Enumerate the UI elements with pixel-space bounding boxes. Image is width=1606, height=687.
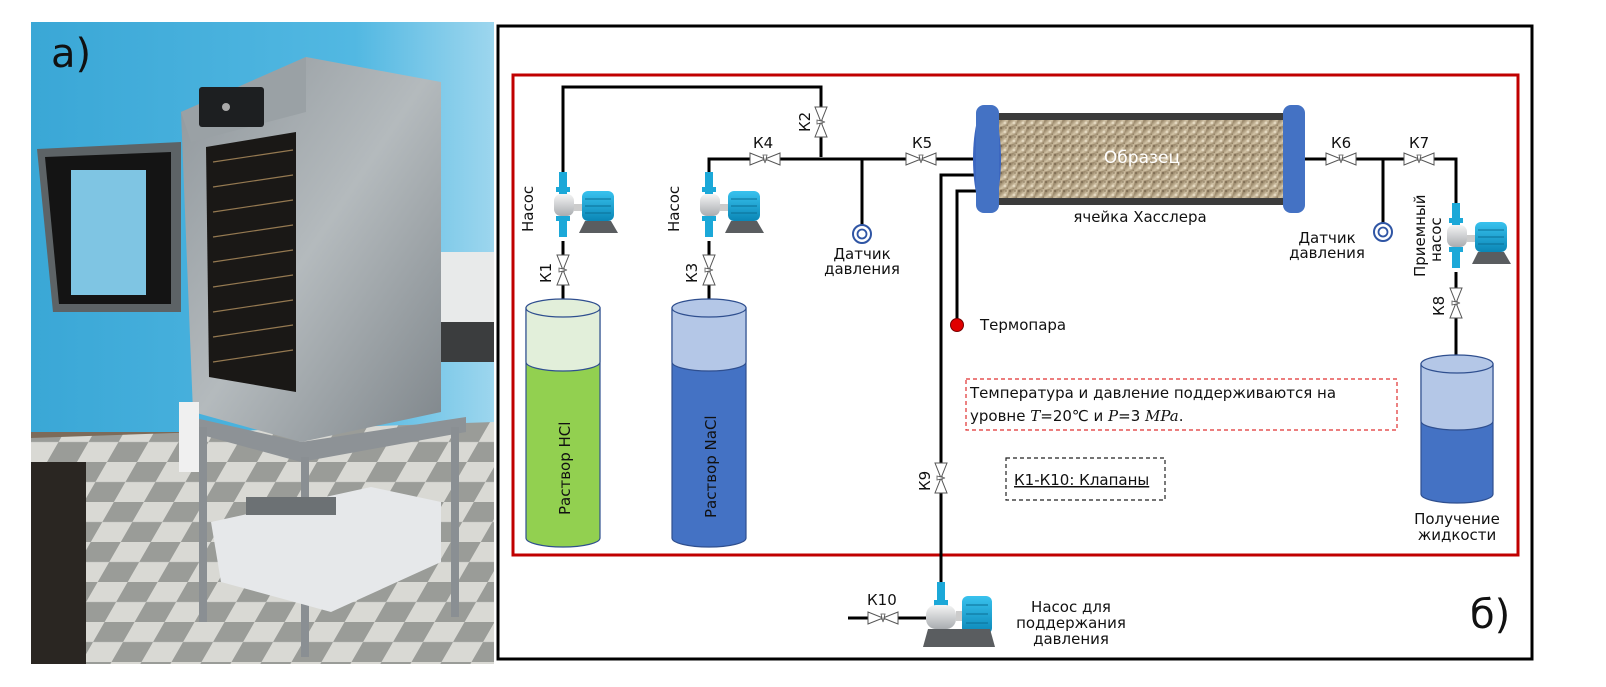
cell-end-cap-right	[1283, 105, 1305, 213]
valve-k1[interactable]	[556, 254, 570, 286]
valve-k6-label: К6	[1331, 134, 1351, 152]
valve-k3[interactable]	[702, 254, 716, 286]
syringe-pump	[211, 487, 441, 612]
pressure-pump[interactable]	[923, 582, 995, 647]
pressure-sensor-left-label-2: давления	[824, 260, 900, 278]
pump-nacl[interactable]	[699, 171, 765, 238]
receiver-pump-label-1: Приемный	[1411, 195, 1429, 278]
pressure-pump-label-3: давления	[1033, 630, 1109, 648]
thermocouple-label: Термопара	[979, 316, 1066, 334]
valve-k5-label: К5	[912, 134, 932, 152]
pump-hcl-label: Насос	[519, 186, 537, 232]
receiver-pump-label-2: насос	[1427, 217, 1445, 262]
conditions-note-line-2: уровне T=20℃ и P=3 MPa.	[970, 407, 1184, 425]
pump-nacl-label: Насос	[665, 186, 683, 232]
pressure-sensor-right-label-2: давления	[1289, 244, 1365, 262]
sample-label: Образец	[1104, 148, 1180, 168]
thermocouple-icon	[950, 318, 964, 332]
oven-chamber	[206, 132, 296, 392]
lab-photo-illustration: а)	[31, 22, 494, 664]
valve-k7[interactable]	[1403, 152, 1435, 166]
pressure-pump-label-2: поддержания	[1016, 614, 1126, 632]
cell-end-cap-left	[976, 105, 999, 213]
oven-control-panel	[199, 87, 264, 127]
valve-k7-label: К7	[1409, 134, 1429, 152]
vessel-collection-label-1: Получение	[1414, 510, 1500, 528]
radiator	[179, 402, 199, 472]
valve-k2[interactable]	[814, 106, 828, 138]
receiver-pump[interactable]	[1446, 202, 1512, 269]
valve-k10-label: К10	[867, 591, 897, 609]
valve-k1-label: К1	[537, 263, 555, 283]
valve-k8-label: К8	[1430, 296, 1448, 316]
lab-setup-photo: а)	[31, 22, 494, 664]
vessel-collection	[1420, 354, 1494, 504]
panel-b-label: б)	[1470, 592, 1510, 638]
valve-k6[interactable]	[1325, 152, 1357, 166]
legend-valves: К1-К10: Клапаны	[1014, 471, 1149, 489]
vessel-nacl-label: Раствор NaCl	[702, 415, 720, 518]
pressure-pump-label-1: Насос для	[1031, 598, 1111, 616]
pressure-sensor-right	[1373, 222, 1393, 242]
valve-k2-label: К2	[796, 112, 814, 132]
vessel-hcl-label: Раствор HCl	[556, 422, 574, 515]
valve-k9-label: К9	[916, 471, 934, 491]
pump-hcl[interactable]	[553, 171, 619, 238]
valve-k9[interactable]	[934, 462, 948, 494]
valve-k10[interactable]	[867, 611, 899, 625]
valve-k8[interactable]	[1449, 287, 1463, 319]
pressure-sensor-left	[852, 224, 872, 244]
pressure-sensor-right-label-1: Датчик	[1298, 229, 1355, 247]
hassler-cell-label: ячейка Хасслера	[1073, 208, 1206, 226]
core-sample	[995, 120, 1288, 198]
pressure-sensor-left-label-1: Датчик	[833, 245, 890, 263]
valve-k3-label: К3	[683, 263, 701, 283]
side-equipment	[431, 252, 494, 332]
legend-box	[1005, 457, 1166, 501]
panel-a-label: а)	[51, 31, 91, 77]
conditions-note-line-1: Температура и давление поддерживаются на	[969, 384, 1336, 402]
conditions-note-box	[965, 378, 1398, 431]
vessel-hcl	[525, 298, 601, 548]
steel-stand-top	[191, 417, 466, 462]
panel-b-frame	[496, 24, 1534, 661]
oven-door-window	[71, 170, 146, 295]
floor-opening	[31, 462, 86, 664]
valve-k5[interactable]	[905, 152, 937, 166]
vessel-nacl	[671, 298, 747, 548]
valve-k4[interactable]	[749, 152, 781, 166]
valve-k4-label: К4	[753, 134, 773, 152]
red-system-boundary	[511, 73, 1520, 557]
vessel-collection-label-2: жидкости	[1418, 526, 1497, 544]
hassler-cell	[973, 105, 1326, 213]
